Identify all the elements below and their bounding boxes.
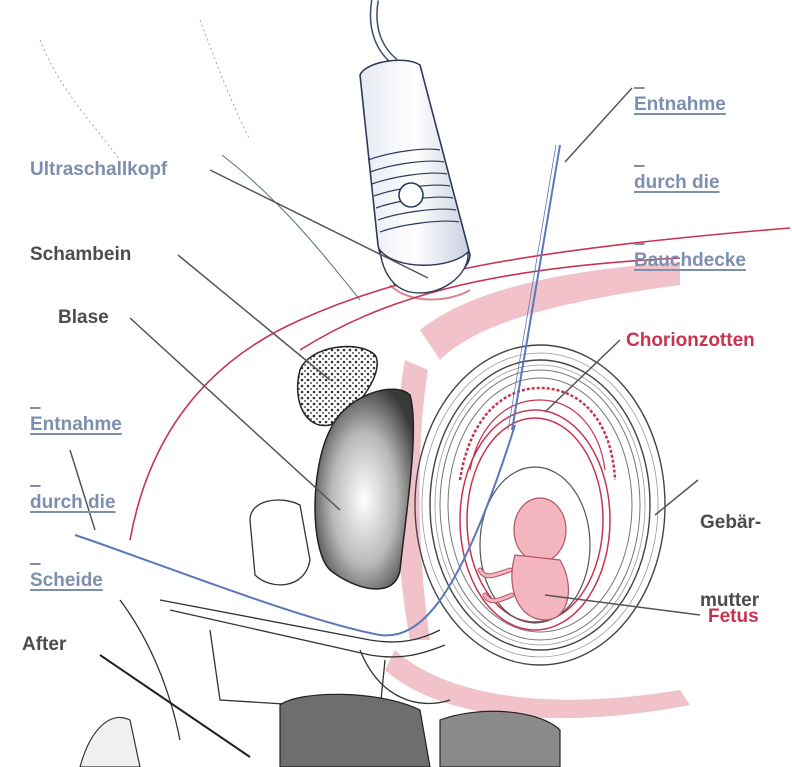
label-bauchdecke: Entnahme durch die Bauchdecke: [634, 40, 746, 300]
label-scheide: Entnahme durch die Scheide: [30, 360, 122, 620]
label-scheide-line-3: Scheide: [30, 568, 122, 594]
leader-chorionzotten: [545, 340, 620, 412]
label-blase: Blase: [58, 305, 109, 331]
label-bauchdecke-line-3: Bauchdecke: [634, 248, 746, 274]
label-ultraschallkopf: Ultraschallkopf: [30, 157, 167, 183]
label-chorionzotten: Chorionzotten: [626, 328, 755, 354]
label-scheide-line-1: Entnahme: [30, 412, 122, 438]
label-scheide-line-2: durch die: [30, 490, 122, 516]
label-bauchdecke-line-2: durch die: [634, 170, 746, 196]
anal-canal: [80, 717, 140, 767]
transvaginal-catheter: [75, 425, 515, 635]
label-fetus: Fetus: [708, 604, 759, 630]
ultrasound-probe: [360, 0, 470, 300]
label-after: After: [22, 632, 66, 658]
label-schambein: Schambein: [30, 242, 131, 268]
leader-fetus: [545, 595, 700, 615]
fetus: [480, 498, 568, 620]
leader-bauchdecke: [565, 88, 632, 162]
label-bauchdecke-line-1: Entnahme: [634, 92, 746, 118]
label-gebaermutter-line-1: Gebär-: [700, 510, 761, 536]
leader-gebaermutter: [655, 480, 698, 515]
